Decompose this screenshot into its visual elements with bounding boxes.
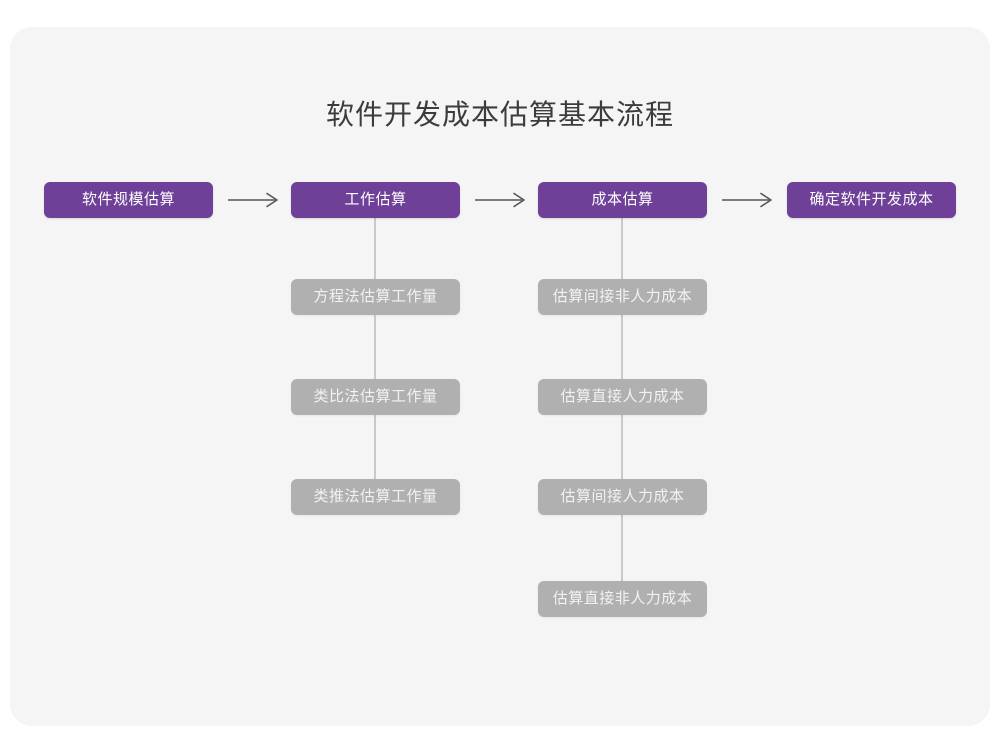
flow-node-step-3-sub-1[interactable]: 估算间接非人力成本 [538, 279, 707, 315]
flow-node-step-1[interactable]: 软件规模估算 [44, 182, 213, 218]
page-title: 软件开发成本估算基本流程 [325, 99, 674, 130]
flow-node-step-2-sub-3[interactable]: 类推法估算工作量 [291, 479, 460, 515]
flow-node-step-2-sub-2[interactable]: 类比法估算工作量 [291, 379, 460, 415]
arrow-step3-to-step4 [721, 191, 777, 209]
flow-node-step-3[interactable]: 成本估算 [538, 182, 707, 218]
flow-node-step-2[interactable]: 工作估算 [291, 182, 460, 218]
connector-line-col3-seg1 [621, 218, 623, 279]
connector-line-col3-seg2 [621, 315, 623, 379]
connector-line-col3-seg3 [621, 415, 623, 479]
connector-line-col2-seg2 [374, 315, 376, 379]
flow-node-step-2-sub-1[interactable]: 方程法估算工作量 [291, 279, 460, 315]
connector-line-col3-seg4 [621, 515, 623, 581]
flow-node-step-3-sub-4[interactable]: 估算直接非人力成本 [538, 581, 707, 617]
flow-node-step-3-sub-3[interactable]: 估算间接人力成本 [538, 479, 707, 515]
diagram-card [10, 27, 990, 726]
flow-node-step-4[interactable]: 确定软件开发成本 [787, 182, 956, 218]
arrow-step1-to-step2 [227, 191, 283, 209]
connector-line-col2-seg1 [374, 218, 376, 279]
arrow-step2-to-step3 [474, 191, 530, 209]
flow-node-step-3-sub-2[interactable]: 估算直接人力成本 [538, 379, 707, 415]
connector-line-col2-seg3 [374, 415, 376, 479]
